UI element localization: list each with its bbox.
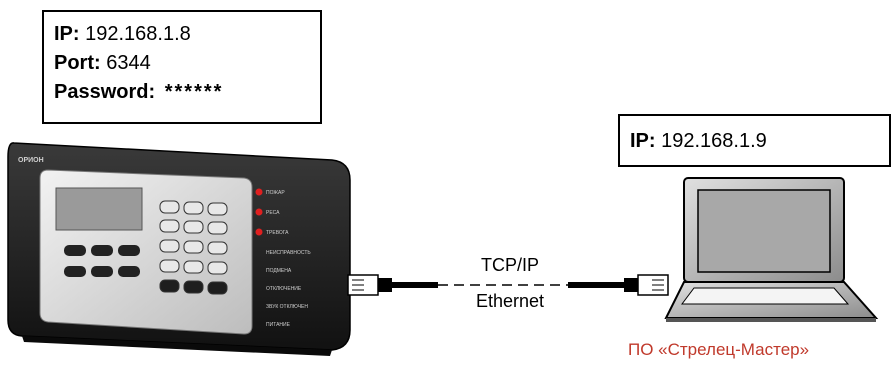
computer-ip-value: 192.168.1.9 bbox=[661, 130, 767, 152]
computer-ip-label: IP: bbox=[630, 130, 656, 152]
device-password-label: Password: bbox=[54, 81, 156, 103]
laptop-keyboard bbox=[681, 287, 850, 305]
keypad-key bbox=[183, 201, 204, 215]
medium-label: Ethernet bbox=[475, 291, 545, 311]
keypad-key bbox=[207, 221, 228, 235]
keypad-key bbox=[183, 280, 204, 294]
keypad-key bbox=[159, 259, 180, 273]
device-brand: ОРИОН bbox=[18, 157, 44, 164]
device-password-value: ****** bbox=[164, 81, 224, 103]
keypad-key bbox=[207, 241, 228, 255]
laptop-icon bbox=[664, 177, 879, 322]
security-panel-device: ОРИОН bbox=[7, 142, 351, 356]
device-display bbox=[55, 187, 143, 231]
keypad-key bbox=[159, 200, 180, 214]
keypad-key bbox=[207, 281, 228, 295]
rj45-plug-right bbox=[624, 274, 669, 296]
keypad-key bbox=[183, 240, 204, 254]
keypad-key bbox=[183, 260, 204, 274]
keypad-key bbox=[159, 219, 180, 233]
rj45-plug-left bbox=[347, 274, 392, 296]
device-port-value: 6344 bbox=[106, 52, 151, 74]
control-key bbox=[64, 266, 86, 277]
laptop-screen bbox=[697, 189, 831, 273]
keypad-key bbox=[207, 261, 228, 275]
cable-segment-left bbox=[392, 282, 438, 288]
indicator-label: ОТКЛЮЧЕНИЕ bbox=[266, 286, 302, 292]
laptop-base-edge bbox=[666, 318, 876, 322]
control-key bbox=[91, 266, 113, 277]
device-settings-box: IP: 192.168.1.8 Port: 6344 Password: ***… bbox=[42, 10, 322, 124]
device-ip-label: IP: bbox=[54, 23, 80, 45]
indicator-label: ПИТАНИЕ bbox=[266, 322, 291, 328]
device-ip-value: 192.168.1.8 bbox=[85, 23, 191, 45]
indicator-label: ПОДМЕНА bbox=[266, 268, 292, 274]
keypad-key bbox=[159, 279, 180, 293]
device-port-label: Port: bbox=[54, 52, 101, 74]
indicator-label: ПОЖАР bbox=[266, 190, 285, 196]
keypad-key bbox=[183, 220, 204, 234]
device-keypad bbox=[159, 200, 228, 295]
software-caption: ПО «Стрелец-Мастер» bbox=[628, 340, 810, 359]
control-key bbox=[118, 266, 140, 277]
alarm-led bbox=[255, 188, 263, 196]
protocol-label: TCP/IP bbox=[480, 255, 539, 275]
control-key bbox=[91, 245, 113, 256]
indicator-label: ЗВУК ОТКЛЮЧЕН bbox=[266, 304, 308, 310]
indicator-label: ТРЕВОГА bbox=[266, 230, 289, 236]
computer-ip-row: IP: 192.168.1.9 bbox=[630, 127, 889, 155]
device-lip bbox=[22, 336, 332, 356]
device-ip-row: IP: 192.168.1.8 bbox=[54, 20, 320, 49]
device-indicators: ПОЖАР РЕСА ТРЕВОГА НЕИСПРАВНОСТЬ ПОДМЕНА… bbox=[255, 188, 311, 328]
indicator-label: РЕСА bbox=[266, 210, 280, 216]
device-password-row: Password: ****** bbox=[54, 78, 320, 107]
cable-segment-right bbox=[568, 282, 624, 288]
device-port-row: Port: 6344 bbox=[54, 49, 320, 78]
keypad-key bbox=[159, 239, 180, 253]
alarm-led bbox=[255, 228, 263, 236]
alarm-led bbox=[255, 208, 263, 216]
computer-settings-box: IP: 192.168.1.9 bbox=[618, 114, 891, 167]
keypad-key bbox=[207, 202, 228, 216]
ethernet-cable bbox=[347, 274, 669, 296]
device-control-keys bbox=[64, 245, 140, 277]
indicator-label: НЕИСПРАВНОСТЬ bbox=[266, 250, 311, 256]
control-key bbox=[64, 245, 86, 256]
control-key bbox=[118, 245, 140, 256]
